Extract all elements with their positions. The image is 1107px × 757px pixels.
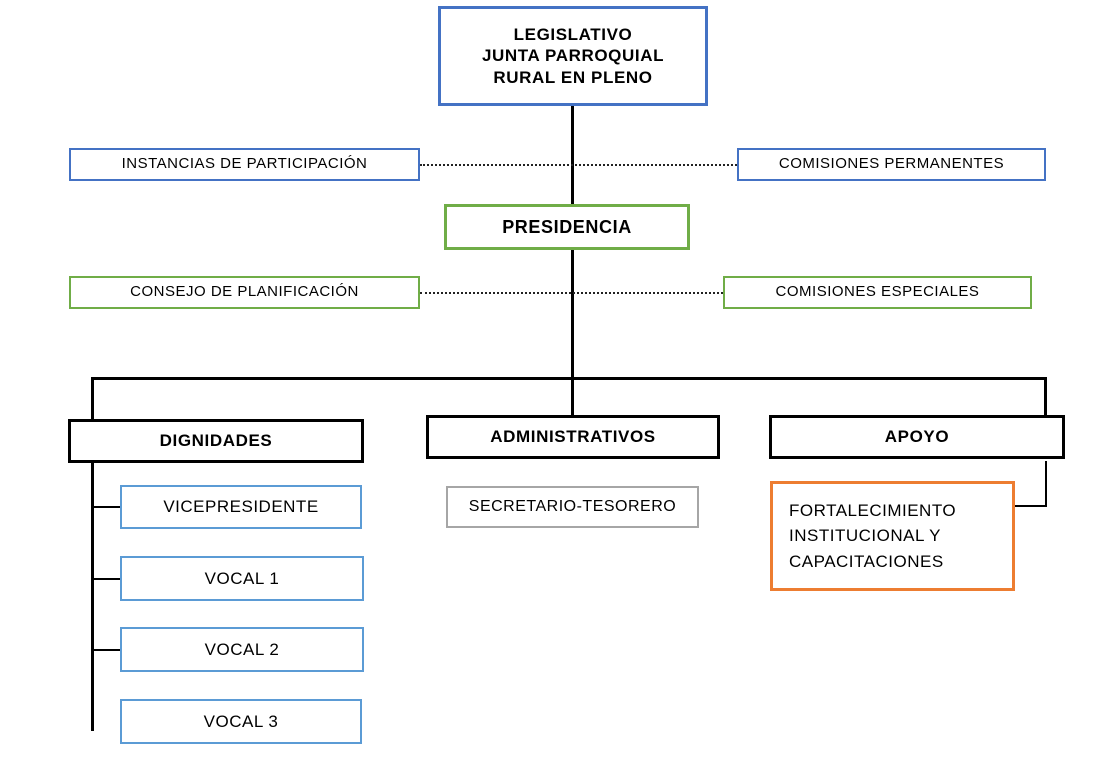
connector-trunk-to-apoyo xyxy=(1044,377,1047,415)
node-legislativo-line-3: RURAL EN PLENO xyxy=(493,67,653,87)
node-vocal-3-label: VOCAL 3 xyxy=(203,711,279,731)
node-instancias-de-participacion[interactable]: INSTANCIAS DE PARTICIPACIÓN xyxy=(69,148,420,181)
node-administrativos[interactable]: ADMINISTRATIVOS xyxy=(426,415,720,459)
connector-stub-vicepresidente xyxy=(91,506,122,508)
node-comisiones-permanentes-label: COMISIONES PERMANENTES xyxy=(778,155,1005,173)
connector-dotted-row-two xyxy=(420,292,723,294)
connector-legislativo-presidencia xyxy=(571,106,574,204)
connector-dignidades-spine xyxy=(91,461,94,731)
node-vicepresidente-label: VICEPRESIDENTE xyxy=(163,497,319,517)
node-apoyo[interactable]: APOYO xyxy=(769,415,1065,459)
node-presidencia[interactable]: PRESIDENCIA xyxy=(444,204,690,250)
node-presidencia-label: PRESIDENCIA xyxy=(502,216,632,237)
node-vocal-2[interactable]: VOCAL 2 xyxy=(120,627,364,672)
connector-trunk-bar xyxy=(91,377,1047,380)
node-vocal-3[interactable]: VOCAL 3 xyxy=(120,699,362,744)
node-secretario-tesorero-label: SECRETARIO-TESORERO xyxy=(468,498,677,515)
connector-apoyo-to-fortalecimiento-horizontal xyxy=(1014,505,1047,507)
node-dignidades-label: DIGNIDADES xyxy=(159,431,273,451)
node-fortalecimiento-line-3: CAPACITACIONES xyxy=(789,551,944,571)
connector-trunk-to-dignidades xyxy=(91,377,94,419)
node-administrativos-label: ADMINISTRATIVOS xyxy=(490,427,656,447)
connector-stub-vocal-2 xyxy=(91,649,122,651)
node-fortalecimiento-line-2: INSTITUCIONAL Y xyxy=(789,526,942,546)
node-comisiones-permanentes[interactable]: COMISIONES PERMANENTES xyxy=(737,148,1046,181)
node-fortalecimiento-line-1: FORTALECIMIENTO xyxy=(789,500,957,520)
node-legislativo[interactable]: LEGISLATIVO JUNTA PARROQUIAL RURAL EN PL… xyxy=(438,6,708,106)
node-vocal-2-label: VOCAL 2 xyxy=(204,639,280,659)
node-instancias-de-participacion-label: INSTANCIAS DE PARTICIPACIÓN xyxy=(121,155,368,173)
node-dignidades[interactable]: DIGNIDADES xyxy=(68,419,364,463)
connector-apoyo-to-fortalecimiento-vertical xyxy=(1045,461,1047,506)
connector-stub-vocal-1 xyxy=(91,578,122,580)
connector-presidencia-trunk xyxy=(571,250,574,378)
connector-trunk-to-administrativos xyxy=(571,377,574,415)
node-consejo-de-planificacion-label: CONSEJO DE PLANIFICACIÓN xyxy=(130,283,359,301)
connector-dotted-row-one xyxy=(420,164,737,166)
node-apoyo-label: APOYO xyxy=(884,427,950,447)
node-vocal-1-label: VOCAL 1 xyxy=(204,568,280,588)
node-fortalecimiento-institucional[interactable]: FORTALECIMIENTO INSTITUCIONAL Y CAPACITA… xyxy=(770,481,1015,591)
node-consejo-de-planificacion[interactable]: CONSEJO DE PLANIFICACIÓN xyxy=(69,276,420,309)
node-secretario-tesorero[interactable]: SECRETARIO-TESORERO xyxy=(446,486,699,528)
node-comisiones-especiales[interactable]: COMISIONES ESPECIALES xyxy=(723,276,1032,309)
node-legislativo-line-1: LEGISLATIVO xyxy=(513,25,633,45)
node-vicepresidente[interactable]: VICEPRESIDENTE xyxy=(120,485,362,529)
node-legislativo-line-2: JUNTA PARROQUIAL xyxy=(481,46,665,66)
node-comisiones-especiales-label: COMISIONES ESPECIALES xyxy=(775,283,980,301)
node-vocal-1[interactable]: VOCAL 1 xyxy=(120,556,364,601)
